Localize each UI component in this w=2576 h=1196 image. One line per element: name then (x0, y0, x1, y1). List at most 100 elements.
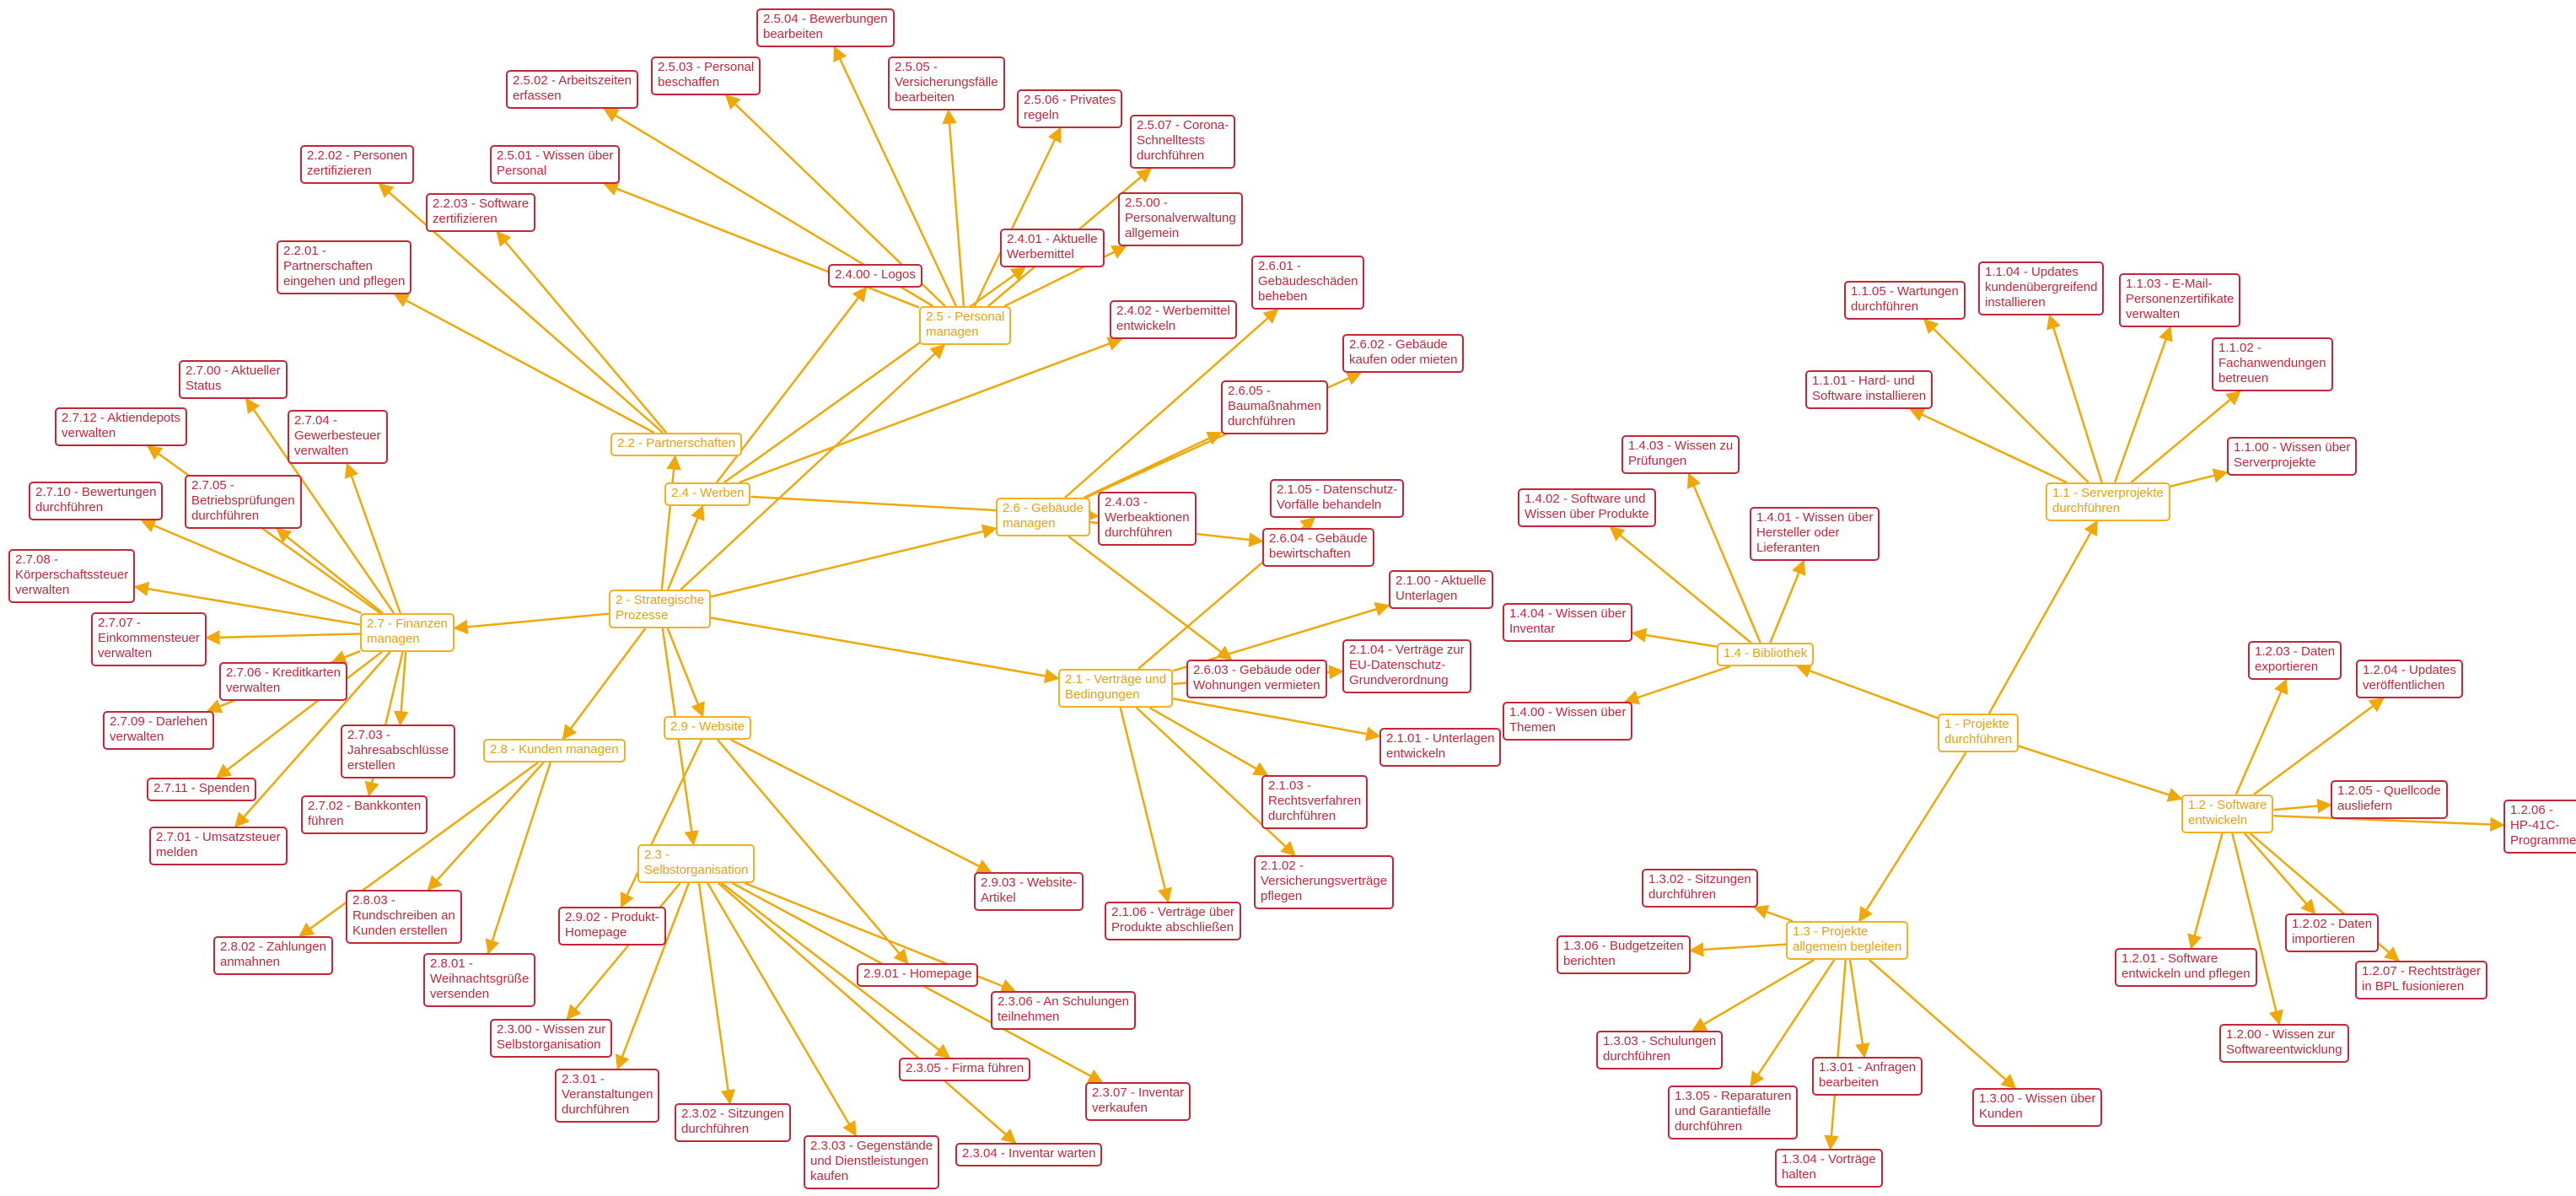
node-2-7-03[interactable]: 2.7.03 - Jahresabschlüsse erstellen (341, 725, 456, 778)
node-2-1-vertraege[interactable]: 2.1 - Verträge und Bedingungen (1058, 669, 1174, 708)
node-1-3-04[interactable]: 1.3.04 - Vorträge halten (1775, 1149, 1883, 1188)
node-2-4-01[interactable]: 2.4.01 - Aktuelle Werbemittel (1000, 229, 1105, 267)
node-2-5-personal[interactable]: 2.5 - Personal managen (919, 306, 1012, 345)
node-2-2-01[interactable]: 2.2.01 - Partnerschaften eingehen und pf… (277, 240, 412, 294)
node-1-2-software[interactable]: 1.2 - Software entwickeln (2181, 795, 2274, 833)
node-2-strategische-prozesse[interactable]: 2 - Strategische Prozesse (609, 590, 712, 628)
node-1-3-projekte-begleiten[interactable]: 1.3 - Projekte allgemein begleiten (1786, 921, 1909, 960)
node-1-3-05[interactable]: 1.3.05 - Reparaturen und Garantiefälle d… (1668, 1086, 1799, 1139)
node-2-3-05[interactable]: 2.3.05 - Firma führen (899, 1058, 1031, 1081)
node-2-7-09[interactable]: 2.7.09 - Darlehen verwalten (103, 711, 214, 750)
node-2-4-03[interactable]: 2.4.03 - Werbeaktionen durchführen (1098, 492, 1197, 546)
node-2-5-04[interactable]: 2.5.04 - Bewerbungen bearbeiten (756, 8, 895, 47)
node-2-9-02[interactable]: 2.9.02 - Produkt- Homepage (558, 907, 666, 945)
node-2-8-03[interactable]: 2.8.03 - Rundschreiben an Kunden erstell… (346, 890, 462, 944)
connector-n2_6-to-n2_6_01 (1064, 308, 1279, 498)
node-2-4-00[interactable]: 2.4.00 - Logos (828, 264, 922, 288)
node-1-1-00[interactable]: 1.1.00 - Wissen über Serverprojekte (2227, 437, 2358, 476)
node-2-2-partnerschaften[interactable]: 2.2 - Partnerschaften (610, 433, 743, 456)
node-2-3-06[interactable]: 2.3.06 - An Schulungen teilnehmen (991, 991, 1136, 1030)
node-1-4-02[interactable]: 1.4.02 - Software und Wissen über Produk… (1518, 488, 1656, 527)
node-2-5-07[interactable]: 2.5.07 - Corona- Schnelltests durchführe… (1130, 115, 1236, 169)
node-1-2-04[interactable]: 1.2.04 - Updates veröffentlichen (2356, 660, 2463, 698)
node-2-6-01[interactable]: 2.6.01 - Gebäudeschäden beheben (1251, 256, 1365, 310)
node-2-7-08[interactable]: 2.7.08 - Körperschaftssteuer verwalten (8, 549, 136, 603)
node-2-5-00[interactable]: 2.5.00 - Personalverwaltung allgemein (1118, 192, 1243, 246)
node-2-3-07[interactable]: 2.3.07 - Inventar verkaufen (1085, 1082, 1191, 1121)
node-2-1-05[interactable]: 2.1.05 - Datenschutz- Vorfälle behandeln (1270, 479, 1405, 518)
connector-n1_3-to-n1_3_04 (1824, 959, 1847, 1150)
node-1-2-06[interactable]: 1.2.06 - HP-41C- Programme (2503, 800, 2576, 854)
node-2-3-02[interactable]: 2.3.02 - Sitzungen durchführen (675, 1103, 791, 1142)
node-2-3-00[interactable]: 2.3.00 - Wissen zur Selbstorganisation (490, 1019, 613, 1058)
node-1-4-00[interactable]: 1.4.00 - Wissen über Themen (1503, 702, 1633, 741)
node-2-6-03[interactable]: 2.6.03 - Gebäude oder Wohnungen vermiete… (1186, 660, 1327, 698)
node-2-7-05[interactable]: 2.7.05 - Betriebsprüfungen durchführen (185, 475, 302, 529)
node-2-6-04[interactable]: 2.6.04 - Gebäude bewirtschaften (1262, 528, 1374, 567)
node-2-1-01[interactable]: 2.1.01 - Unterlagen entwickeln (1379, 728, 1502, 767)
node-2-1-06[interactable]: 2.1.06 - Verträge über Produkte abschlie… (1105, 902, 1241, 940)
node-2-7-07[interactable]: 2.7.07 - Einkommensteuer verwalten (91, 612, 207, 666)
node-1-1-05[interactable]: 1.1.05 - Wartungen durchführen (1844, 281, 1966, 320)
node-2-6-02[interactable]: 2.6.02 - Gebäude kaufen oder mieten (1342, 334, 1465, 373)
node-1-3-02[interactable]: 1.3.02 - Sitzungen durchführen (1642, 869, 1758, 908)
node-2-3-04[interactable]: 2.3.04 - Inventar warten (955, 1143, 1103, 1166)
node-1-1-04[interactable]: 1.1.04 - Updates kundenübergreifend inst… (1978, 261, 2105, 315)
node-2-2-03[interactable]: 2.2.03 - Software zertifizieren (426, 193, 536, 232)
node-2-7-10[interactable]: 2.7.10 - Bewertungen durchführen (29, 482, 164, 520)
connector-n1_3-to-n1_3_00 (1869, 959, 2017, 1090)
node-2-1-02[interactable]: 2.1.02 - Versicherungsverträge pflegen (1254, 855, 1395, 909)
node-2-7-06[interactable]: 2.7.06 - Kreditkarten verwalten (219, 662, 347, 701)
node-1-4-03[interactable]: 1.4.03 - Wissen zu Prüfungen (1621, 435, 1740, 474)
node-2-4-02[interactable]: 2.4.02 - Werbemittel entwickeln (1110, 300, 1237, 339)
node-2-9-03[interactable]: 2.9.03 - Website- Artikel (974, 872, 1084, 911)
node-2-5-02[interactable]: 2.5.02 - Arbeitszeiten erfassen (506, 70, 638, 109)
node-2-7-04[interactable]: 2.7.04 - Gewerbesteuer verwalten (288, 410, 388, 464)
node-1-2-02[interactable]: 1.2.02 - Daten importieren (2285, 913, 2380, 952)
node-2-5-05[interactable]: 2.5.05 - Versicherungsfälle bearbeiten (888, 57, 1005, 110)
node-2-3-01[interactable]: 2.3.01 - Veranstaltungen durchführen (555, 1069, 660, 1123)
node-2-5-03[interactable]: 2.5.03 - Personal beschaffen (651, 57, 761, 95)
node-2-4-werben[interactable]: 2.4 - Werben (664, 482, 751, 506)
node-1-3-03[interactable]: 1.3.03 - Schulungen durchführen (1596, 1031, 1724, 1069)
node-1-1-03[interactable]: 1.1.03 - E-Mail- Personenzertifikate ver… (2119, 273, 2241, 327)
node-1-4-01[interactable]: 1.4.01 - Wissen über Hersteller oder Lie… (1750, 507, 1880, 561)
node-2-1-04[interactable]: 2.1.04 - Verträge zur EU-Datenschutz- Gr… (1342, 639, 1471, 693)
node-2-3-03[interactable]: 2.3.03 - Gegenstände und Dienstleistunge… (804, 1135, 940, 1189)
node-2-1-00[interactable]: 2.1.00 - Aktuelle Unterlagen (1389, 570, 1493, 609)
node-1-2-01[interactable]: 1.2.01 - Software entwickeln und pflegen (2115, 948, 2257, 987)
node-1-1-02[interactable]: 1.1.02 - Fachanwendungen betreuen (2212, 337, 2333, 391)
node-1-projekte[interactable]: 1 - Projekte durchführen (1938, 714, 2019, 752)
node-2-6-05[interactable]: 2.6.05 - Baumaßnahmen durchführen (1221, 380, 1328, 434)
node-2-7-11[interactable]: 2.7.11 - Spenden (147, 778, 256, 801)
node-2-7-12[interactable]: 2.7.12 - Aktiendepots verwalten (55, 407, 187, 446)
node-2-6-gebaeude[interactable]: 2.6 - Gebäude managen (996, 498, 1090, 536)
node-2-8-kunden[interactable]: 2.8 - Kunden managen (483, 739, 626, 762)
node-2-7-01[interactable]: 2.7.01 - Umsatzsteuer melden (149, 827, 288, 865)
node-1-2-05[interactable]: 1.2.05 - Quellcode ausliefern (2331, 780, 2448, 819)
node-1-3-01[interactable]: 1.3.01 - Anfragen bearbeiten (1812, 1057, 1923, 1096)
node-1-4-04[interactable]: 1.4.04 - Wissen über Inventar (1503, 603, 1633, 642)
node-2-9-website[interactable]: 2.9 - Website (664, 716, 752, 740)
connector-n1_2-to-n1_2_03 (2235, 678, 2288, 795)
node-2-8-01[interactable]: 2.8.01 - Weihnachtsgrüße versenden (423, 953, 536, 1007)
connector-n1_1-to-n1_1_03 (2113, 326, 2173, 483)
node-2-7-02[interactable]: 2.7.02 - Bankkonten führen (301, 795, 428, 834)
node-1-4-bibliothek[interactable]: 1.4 - Bibliothek (1717, 643, 1815, 666)
node-2-1-03[interactable]: 2.1.03 - Rechtsverfahren durchführen (1261, 775, 1369, 829)
node-2-2-02[interactable]: 2.2.02 - Personen zertifizieren (300, 145, 415, 184)
node-2-9-01[interactable]: 2.9.01 - Homepage (857, 963, 979, 987)
node-2-5-06[interactable]: 2.5.06 - Privates regeln (1017, 89, 1123, 128)
node-2-3-selbstorganisation[interactable]: 2.3 - Selbstorganisation (637, 844, 756, 883)
node-1-1-serverprojekte[interactable]: 1.1 - Serverprojekte durchführen (2046, 482, 2170, 521)
node-1-1-01[interactable]: 1.1.01 - Hard- und Software installieren (1805, 370, 1933, 409)
node-1-3-06[interactable]: 1.3.06 - Budgetzeiten berichten (1557, 935, 1691, 974)
node-1-3-00[interactable]: 1.3.00 - Wissen über Kunden (1972, 1088, 2103, 1127)
node-1-2-03[interactable]: 1.2.03 - Daten exportieren (2248, 641, 2342, 680)
node-2-7-00[interactable]: 2.7.00 - Aktueller Status (179, 360, 288, 399)
node-2-8-02[interactable]: 2.8.02 - Zahlungen anmahnen (213, 936, 333, 975)
node-2-5-01[interactable]: 2.5.01 - Wissen über Personal (490, 145, 621, 184)
node-2-7-finanzen[interactable]: 2.7 - Finanzen managen (360, 613, 454, 652)
node-1-2-07[interactable]: 1.2.07 - Rechtsträger in BPL fusionieren (2355, 961, 2487, 999)
node-1-2-00[interactable]: 1.2.00 - Wissen zur Softwareentwicklung (2219, 1024, 2349, 1063)
